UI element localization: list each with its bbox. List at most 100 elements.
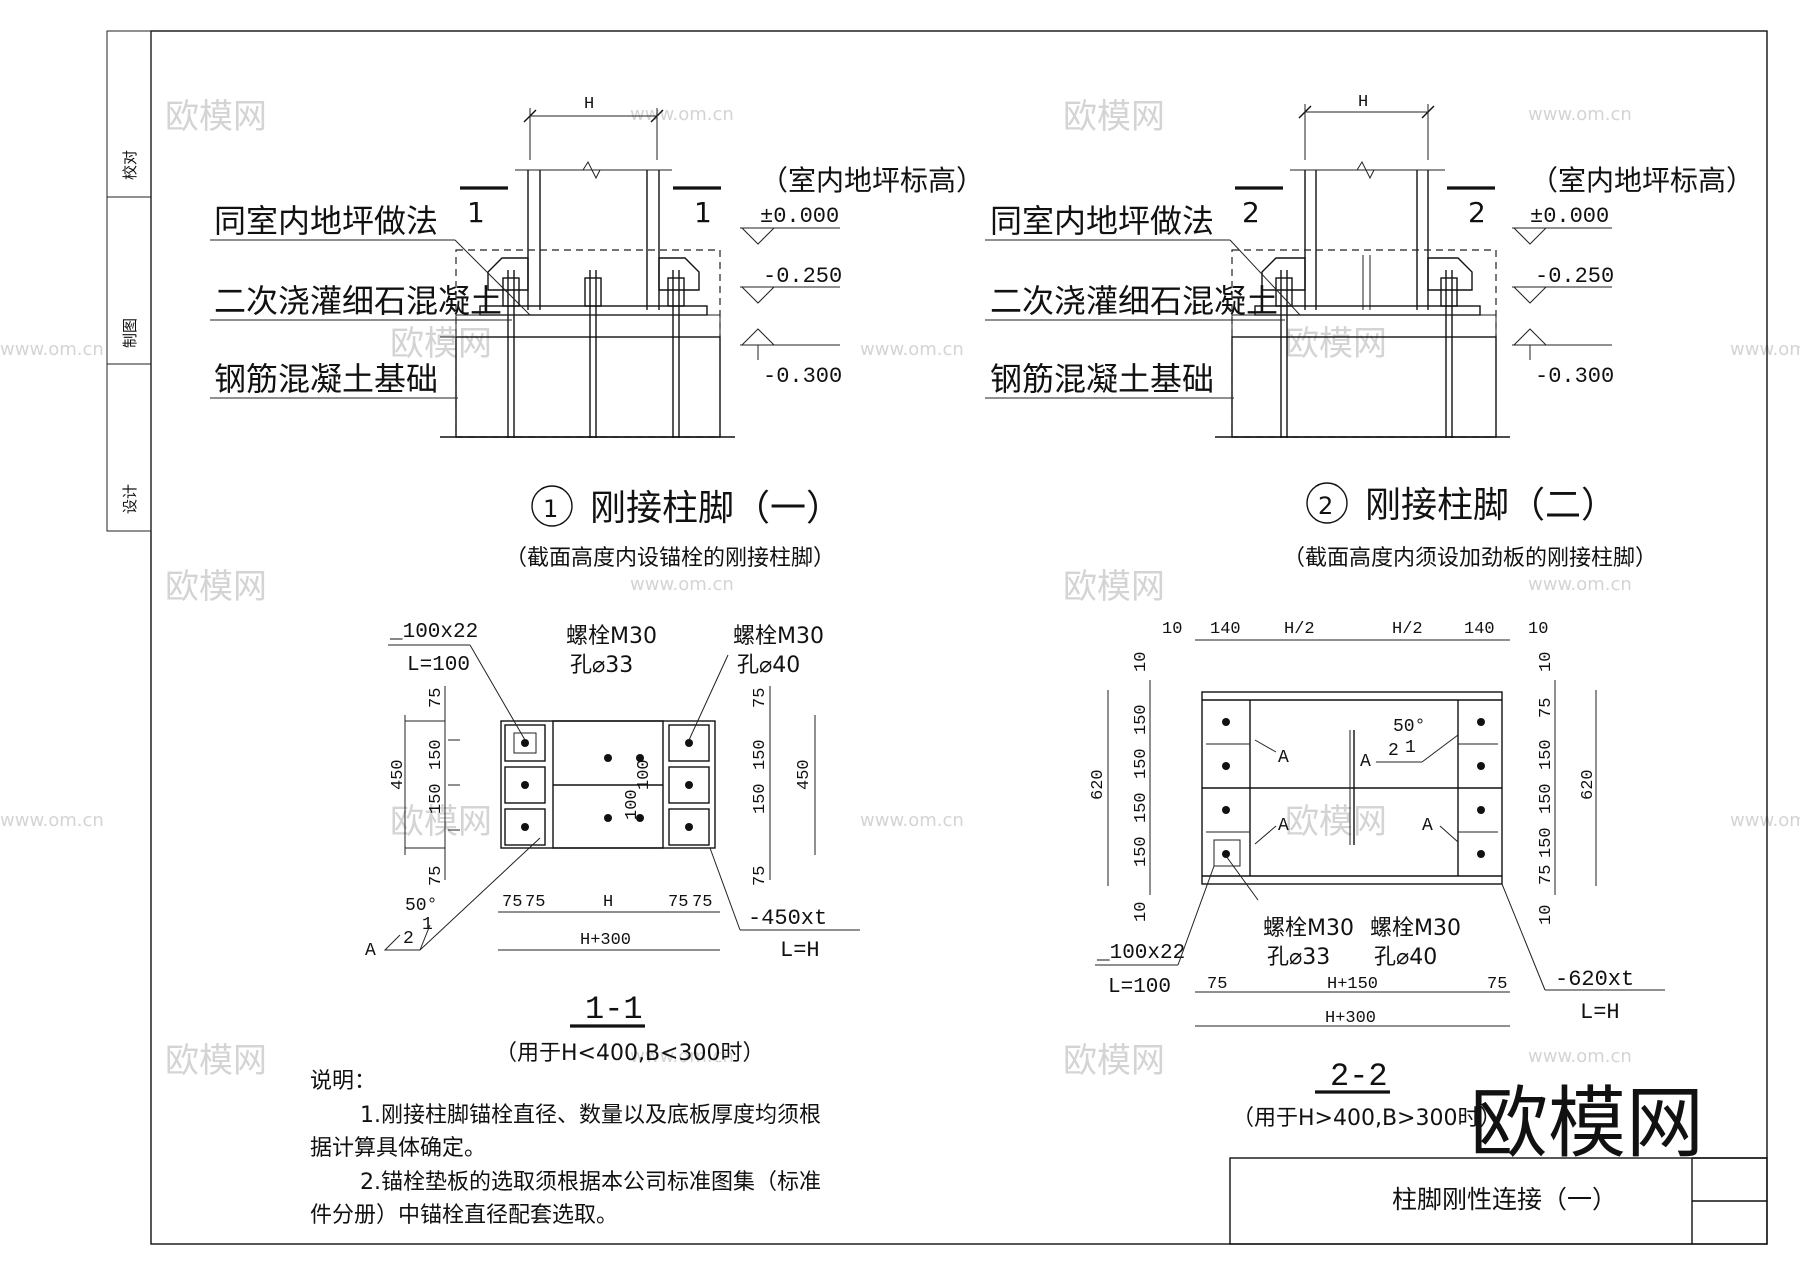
angle-length: L=100 (407, 654, 470, 677)
side-tag-draw: 制图 (121, 318, 139, 348)
dim-150: 150 (1537, 739, 1556, 770)
plate-spec: -450xt (748, 906, 827, 931)
side-strip: 校对 制图 设计 (106, 30, 152, 532)
plate-spec: -620xt (1555, 967, 1634, 992)
label-rc-base: 钢筋混凝土基础 (214, 360, 438, 398)
dim-75: 75 (751, 688, 770, 708)
dim-75: 75 (427, 688, 446, 708)
watermark-text: 欧模网 (390, 802, 492, 842)
dim-h300: H+300 (580, 931, 631, 950)
dim-h2: H/2 (1392, 620, 1423, 639)
dim-10: 10 (1537, 652, 1556, 672)
dim-100: 100 (623, 789, 642, 820)
elevation-2-title: 刚接柱脚（二） (1365, 485, 1617, 526)
bolt-spec-1: 螺栓M30 (1263, 916, 1354, 941)
dim-h: H (603, 893, 613, 912)
watermark-text: 欧模网 (1285, 802, 1387, 842)
dim-150: 150 (1132, 792, 1151, 823)
notes: 说明： 1.刚接柱脚锚栓直径、数量以及底板厚度均须根 据计算具体确定。 2.锚栓… (310, 1069, 821, 1228)
dim-150: 150 (427, 739, 446, 770)
side-tag-check: 校对 (121, 150, 139, 180)
weld-ref: A (365, 941, 376, 961)
dim-75: 75 (502, 893, 522, 912)
dim-h2: H/2 (1284, 620, 1315, 639)
dim-75: 75 (692, 893, 712, 912)
section-mark-1-right: 1 (694, 196, 712, 229)
level-300: -0.300 (763, 364, 842, 389)
elevation-1: H 1 1 (210, 95, 984, 571)
watermark-url: www.om.cn (1730, 810, 1800, 831)
dim-150: 150 (1537, 783, 1556, 814)
dim-75: 75 (1537, 698, 1556, 718)
dim-10: 10 (1162, 620, 1182, 639)
weld-pass: 1 (422, 915, 433, 935)
level-250: -0.250 (1535, 264, 1614, 289)
watermark-url: www.om.cn (860, 810, 964, 831)
dim-150: 150 (1537, 827, 1556, 858)
bolt-hole-1: 孔⌀33 (1267, 945, 1330, 970)
weld-pass: 1 (1405, 738, 1416, 758)
level-0: ±0.000 (760, 204, 839, 229)
anchor-washers (504, 724, 710, 846)
dim-75: 75 (525, 893, 545, 912)
bolt-spec-1: 螺栓M30 (566, 624, 657, 649)
dim-75: 75 (427, 866, 446, 886)
anchor-bolts (1275, 270, 1458, 438)
elevation-1-title: 刚接柱脚（一） (590, 488, 842, 529)
title-block: 柱脚刚性连接（一） (1229, 1157, 1768, 1245)
watermark-url: www.om.cn (630, 1046, 734, 1067)
dim-75: 75 (751, 866, 770, 886)
dim-10: 10 (1132, 902, 1151, 922)
dim-75: 75 (668, 893, 688, 912)
dim-75: 75 (1207, 975, 1227, 994)
section-1-condition: （用于H<400,B<300时） (495, 1041, 764, 1066)
weld-angle: 50° (405, 896, 437, 916)
dim-75: 75 (1537, 865, 1556, 885)
anchor-bolts (502, 270, 685, 438)
dim-10: 10 (1537, 905, 1556, 925)
dim-h: H (1358, 93, 1368, 112)
watermark-text: 欧模网 (1063, 567, 1165, 607)
drawing-frame (150, 30, 1768, 1245)
note-2b: 件分册）中锚栓直径配套选取。 (310, 1203, 618, 1228)
side-tag-design: 设计 (121, 484, 139, 514)
weld-ref: A (1422, 816, 1433, 836)
watermark-text: 欧模网 (390, 324, 492, 364)
dim-100: 100 (635, 759, 654, 790)
watermark-text: 欧模网 (165, 1041, 267, 1081)
section-label-1-1: 1-1 (585, 991, 643, 1028)
watermark-url: www.om.cn (0, 810, 104, 831)
weld-size: 2 (403, 929, 414, 949)
bolt-spec-2: 螺栓M30 (1370, 916, 1461, 941)
weld-ref: A (1360, 752, 1371, 772)
weld-ref: A (1278, 748, 1289, 768)
weld-angle: 50° (1393, 717, 1425, 737)
dim-h150: H+150 (1327, 975, 1378, 994)
stiffeners (1206, 743, 1498, 867)
label-grout: 二次浇灌细石混凝土 (214, 282, 502, 320)
dim-450: 450 (389, 759, 408, 790)
note-1a: 1.刚接柱脚锚栓直径、数量以及底板厚度均须根 (360, 1103, 821, 1128)
dim-620: 620 (1579, 769, 1598, 800)
floor-note: （室内地坪标高） (760, 164, 984, 197)
weld-ref: A (1278, 816, 1289, 836)
dim-150: 150 (1132, 704, 1151, 735)
plan-2-2: 10 140 H/2 H/2 140 10 620 10 150 150 150… (1089, 620, 1665, 1131)
drawing-title: 柱脚刚性连接（一） (1392, 1185, 1617, 1214)
dim-150: 150 (427, 783, 446, 814)
watermark-text: 欧模网 (1285, 324, 1387, 364)
bolt-hole-1: 孔⌀33 (570, 653, 633, 678)
note-1b: 据计算具体确定。 (310, 1136, 486, 1161)
dim-h300: H+300 (1325, 1009, 1376, 1028)
plan-1-1: 450 75 150 150 75 450 75 150 150 75 100 … (365, 621, 860, 1066)
elevation-2: H 2 2 同室内地坪做法 二次浇灌细石混凝土 钢筋混凝土基础 (985, 93, 1754, 571)
label-floor-finish: 同室内地坪做法 (990, 202, 1214, 240)
dim-150: 150 (751, 739, 770, 770)
dim-150: 150 (1132, 836, 1151, 867)
bolt-hole-2: 孔⌀40 (1374, 945, 1437, 970)
section-2-condition: （用于H>400,B>300时） (1232, 1106, 1501, 1131)
plate-length: L=H (780, 938, 820, 963)
watermark-url: www.om.cn (1528, 574, 1632, 595)
label-grout: 二次浇灌细石混凝土 (990, 282, 1278, 320)
